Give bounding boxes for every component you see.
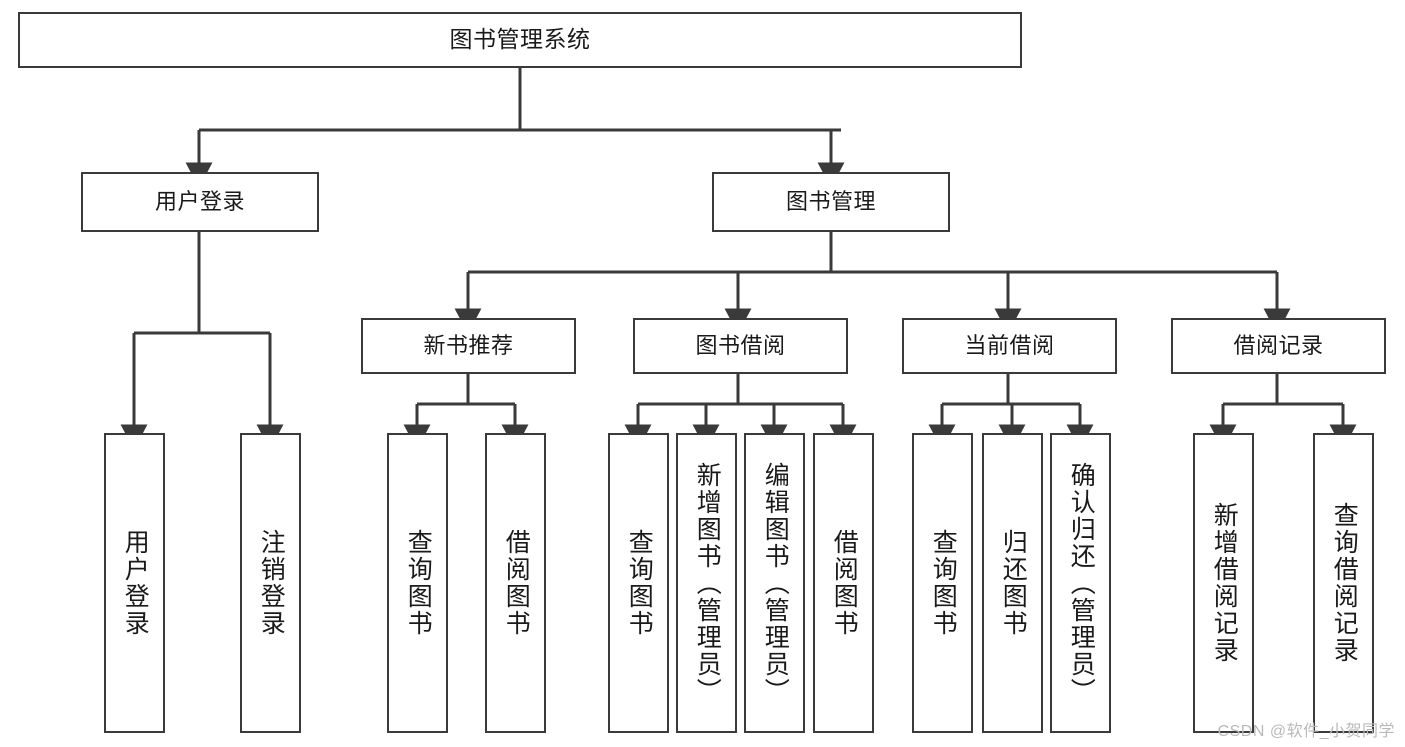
node-leaf-logout[interactable]: 注销登录	[240, 433, 301, 733]
node-leaf-return-book[interactable]: 归还图书	[982, 433, 1043, 733]
node-label: 新增图书（管理员）	[693, 461, 722, 705]
node-label: 查询图书	[404, 529, 433, 637]
node-label: 图书借阅	[695, 333, 786, 359]
node-label: 借阅记录	[1233, 333, 1324, 359]
node-book-management[interactable]: 图书管理	[712, 172, 950, 232]
node-leaf-query-book-borrow[interactable]: 查询图书	[608, 433, 669, 733]
node-label: 借阅图书	[502, 529, 531, 637]
node-current-borrow[interactable]: 当前借阅	[902, 318, 1117, 374]
node-book-borrow[interactable]: 图书借阅	[633, 318, 848, 374]
node-label: 归还图书	[999, 529, 1028, 637]
node-borrow-record[interactable]: 借阅记录	[1171, 318, 1386, 374]
node-leaf-edit-book-admin[interactable]: 编辑图书（管理员）	[744, 433, 805, 733]
node-label: 编辑图书（管理员）	[761, 461, 790, 705]
node-label: 当前借阅	[964, 333, 1055, 359]
node-label: 新书推荐	[423, 333, 514, 359]
node-leaf-query-borrow-record[interactable]: 查询借阅记录	[1313, 433, 1374, 733]
node-new-book-recommend[interactable]: 新书推荐	[361, 318, 576, 374]
node-leaf-user-login[interactable]: 用户登录	[104, 433, 165, 733]
node-label: 新增借阅记录	[1210, 502, 1239, 664]
node-leaf-query-book-new[interactable]: 查询图书	[387, 433, 448, 733]
node-label: 查询借阅记录	[1330, 502, 1359, 664]
node-root-book-management-system[interactable]: 图书管理系统	[18, 12, 1022, 68]
node-leaf-add-book-admin[interactable]: 新增图书（管理员）	[676, 433, 737, 733]
node-leaf-query-book-current[interactable]: 查询图书	[912, 433, 973, 733]
node-label: 图书管理系统	[449, 26, 591, 53]
node-label: 用户登录	[121, 529, 150, 637]
node-label: 查询图书	[625, 529, 654, 637]
node-label: 图书管理	[785, 189, 876, 215]
node-label: 注销登录	[257, 529, 286, 637]
node-label: 确认归还（管理员）	[1067, 461, 1096, 705]
node-label: 借阅图书	[830, 529, 859, 637]
node-leaf-borrow-book-new[interactable]: 借阅图书	[485, 433, 546, 733]
node-label: 查询图书	[929, 529, 958, 637]
node-leaf-borrow-book[interactable]: 借阅图书	[813, 433, 874, 733]
node-label: 用户登录	[154, 189, 245, 215]
node-leaf-confirm-return-admin[interactable]: 确认归还（管理员）	[1050, 433, 1111, 733]
node-user-login[interactable]: 用户登录	[81, 172, 319, 232]
node-leaf-add-borrow-record[interactable]: 新增借阅记录	[1193, 433, 1254, 733]
